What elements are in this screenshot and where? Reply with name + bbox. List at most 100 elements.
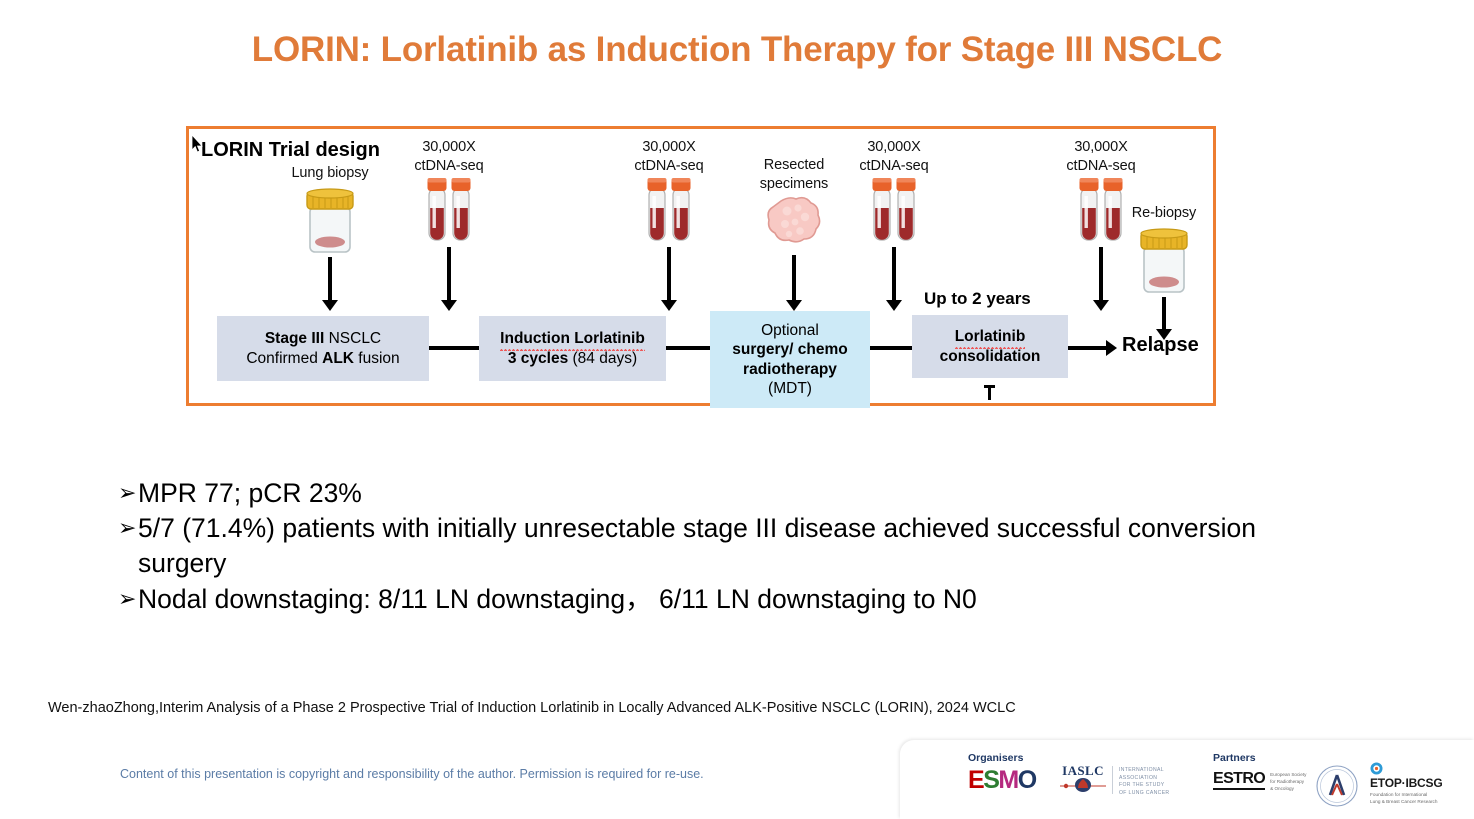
iaslc-sub1: INTERNATIONAL <box>1119 767 1164 773</box>
caption-resected-1: Resected <box>763 157 825 173</box>
bullet-marker: ➢ <box>118 480 137 505</box>
iaslc-acronym: IASLC <box>1062 763 1104 778</box>
label-up-to-2-years: Up to 2 years <box>924 289 1031 308</box>
consolidation-line1: Lorlatinib <box>954 328 1026 349</box>
partners-label: Partners <box>1213 752 1256 764</box>
bullet-text: 5/7 (71.4%) patients with initially unre… <box>138 513 1257 579</box>
esmo-letter-e: E <box>968 766 985 794</box>
text-caret-artifact <box>988 387 991 400</box>
estro-sub1: European Society <box>1270 772 1307 777</box>
box-lorlatinib-consolidation: Lorlatinib consolidation <box>912 315 1068 378</box>
stage3-bold: Stage III <box>264 330 325 348</box>
caption-rebiopsy: Re-biopsy <box>1131 205 1197 221</box>
caption-ctdna-4-depth: 30,000X <box>1074 139 1128 155</box>
copyright-notice: Content of this presentation is copyrigh… <box>120 767 704 781</box>
resected-tissue-icon <box>767 196 821 243</box>
alk-pre: Confirmed <box>246 349 323 367</box>
estro-sub3: & Oncology <box>1270 786 1294 792</box>
bullet-text: Nodal downstaging: 8/11 LN downstaging， … <box>138 583 977 614</box>
label-relapse: Relapse <box>1122 334 1199 356</box>
blood-tube-icon-1 <box>427 178 471 241</box>
box-stage3-nsclc: Stage III NSCLC Confirmed ALK fusion <box>217 316 429 381</box>
iaslc-sub3: FOR THE STUDY <box>1119 782 1165 789</box>
iaslc-sub4: OF LUNG CANCER <box>1119 789 1170 796</box>
optional-line2: surgery/ chemo <box>732 341 848 359</box>
caption-ctdna-1-assay: ctDNA-seq <box>414 158 484 174</box>
arrowhead-drop-5 <box>886 300 902 311</box>
etop-sub1: Foundation for International <box>1370 792 1428 797</box>
stage3-rest: NSCLC <box>324 330 382 348</box>
connector-drop-4 <box>792 255 796 302</box>
arrowhead-drop-7 <box>1156 329 1172 340</box>
caption-resected-2: specimens <box>759 176 829 192</box>
bullet-text: MPR 77; pCR 23% <box>138 478 362 508</box>
arrowhead-drop-4 <box>786 300 802 311</box>
citation: Wen-zhaoZhong,Interim Analysis of a Phas… <box>48 700 1016 716</box>
arrowhead-drop-2 <box>441 300 457 311</box>
estro-name: ESTRO <box>1213 771 1266 790</box>
rebiopsy-jar-icon <box>1140 228 1188 293</box>
iaslc-logo: IASLC INTERNATIONAL ASSOCIATION FOR THE … <box>1060 764 1169 798</box>
connector-drop-2 <box>447 247 451 302</box>
results-bullet-list: ➢ MPR 77; pCR 23% ➢ 5/7 (71.4%) patients… <box>118 476 1338 617</box>
blood-tube-icon-4 <box>1079 178 1123 241</box>
list-item: ➢ MPR 77; pCR 23% <box>118 476 1338 511</box>
caption-ctdna-3-assay: ctDNA-seq <box>859 158 929 174</box>
optional-line1: Optional <box>761 321 819 339</box>
arrowhead-drop-1 <box>322 300 338 311</box>
list-item: ➢ Nodal downstaging: 8/11 LN downstaging… <box>118 582 1338 617</box>
connector-drop-6 <box>1099 247 1103 302</box>
esmo-logo: ESMO <box>968 766 1037 794</box>
arrowhead-drop-6 <box>1093 300 1109 311</box>
connector-drop-5 <box>892 247 896 302</box>
caption-ctdna-4-assay: ctDNA-seq <box>1066 158 1136 174</box>
footer-logo-panel: Organisers ESMO IASLC INTERNATIONAL ASSO… <box>900 740 1474 819</box>
diagram-heading: LORIN Trial design <box>201 139 380 161</box>
optional-line3: radiotherapy <box>743 360 837 378</box>
esmo-letter-o: O <box>1017 766 1037 794</box>
iaslc-sub2: ASSOCIATION <box>1119 774 1158 781</box>
list-item: ➢ 5/7 (71.4%) patients with initially un… <box>118 511 1338 581</box>
etop-mark-icon <box>1370 762 1383 775</box>
estro-logo: ESTRO European Society for Radiotherapy … <box>1213 770 1306 792</box>
induction-line1: Induction Lorlatinib <box>500 330 645 351</box>
bullet-marker: ➢ <box>118 515 137 541</box>
caption-ctdna-3-depth: 30,000X <box>867 139 921 155</box>
connector-h-1 <box>429 346 479 350</box>
alk-post: fusion <box>354 349 400 367</box>
blood-tube-icon-2 <box>647 178 691 241</box>
bullet-marker: ➢ <box>118 585 137 611</box>
arrowhead-relapse <box>1106 340 1117 356</box>
etop-ibcsg-logo: ETOP·IBCSG Foundation for International … <box>1370 762 1443 805</box>
connector-h-2 <box>666 346 710 350</box>
etop-sub2: Lung & Breast Cancer Research <box>1370 799 1438 805</box>
etop-name: ETOP·IBCSG <box>1370 776 1443 790</box>
connector-h-3 <box>870 346 912 350</box>
organisers-label: Organisers <box>968 752 1024 764</box>
consolidation-line2: consolidation <box>939 347 1041 365</box>
caption-lung-biopsy: Lung biopsy <box>291 165 369 181</box>
esmo-letter-m: M <box>998 766 1019 794</box>
alk-bold: ALK <box>322 349 354 367</box>
box-induction-lorlatinib: Induction Lorlatinib 3 cycles (84 days) <box>479 316 666 381</box>
text-caret-artifact-cap <box>984 385 995 388</box>
induction-cycles-bold: 3 cycles <box>507 349 569 367</box>
caption-ctdna-1-depth: 30,000X <box>422 139 476 155</box>
iaslc-emblem-icon <box>1060 778 1106 792</box>
page-title: LORIN: Lorlatinib as Induction Therapy f… <box>251 30 1223 69</box>
specimen-jar-icon <box>306 188 354 253</box>
trial-design-diagram: LORIN Trial design Lung biopsy 30,000X c… <box>186 126 1216 408</box>
connector-drop-7 <box>1162 297 1166 331</box>
arrowhead-drop-3 <box>661 300 677 311</box>
csco-emblem-icon <box>1316 765 1358 807</box>
connector-drop-1 <box>328 257 332 302</box>
caption-ctdna-2-depth: 30,000X <box>642 139 696 155</box>
blood-tube-icon-3 <box>872 178 916 241</box>
iaslc-divider <box>1112 766 1113 794</box>
optional-line4: (MDT) <box>768 379 812 397</box>
connector-h-4 <box>1068 346 1108 350</box>
connector-drop-3 <box>667 247 671 302</box>
mouse-cursor-icon <box>191 135 203 153</box>
esmo-letter-s: S <box>983 766 1000 794</box>
box-optional-mdt: Optional surgery/ chemo radiotherapy (MD… <box>710 311 870 408</box>
